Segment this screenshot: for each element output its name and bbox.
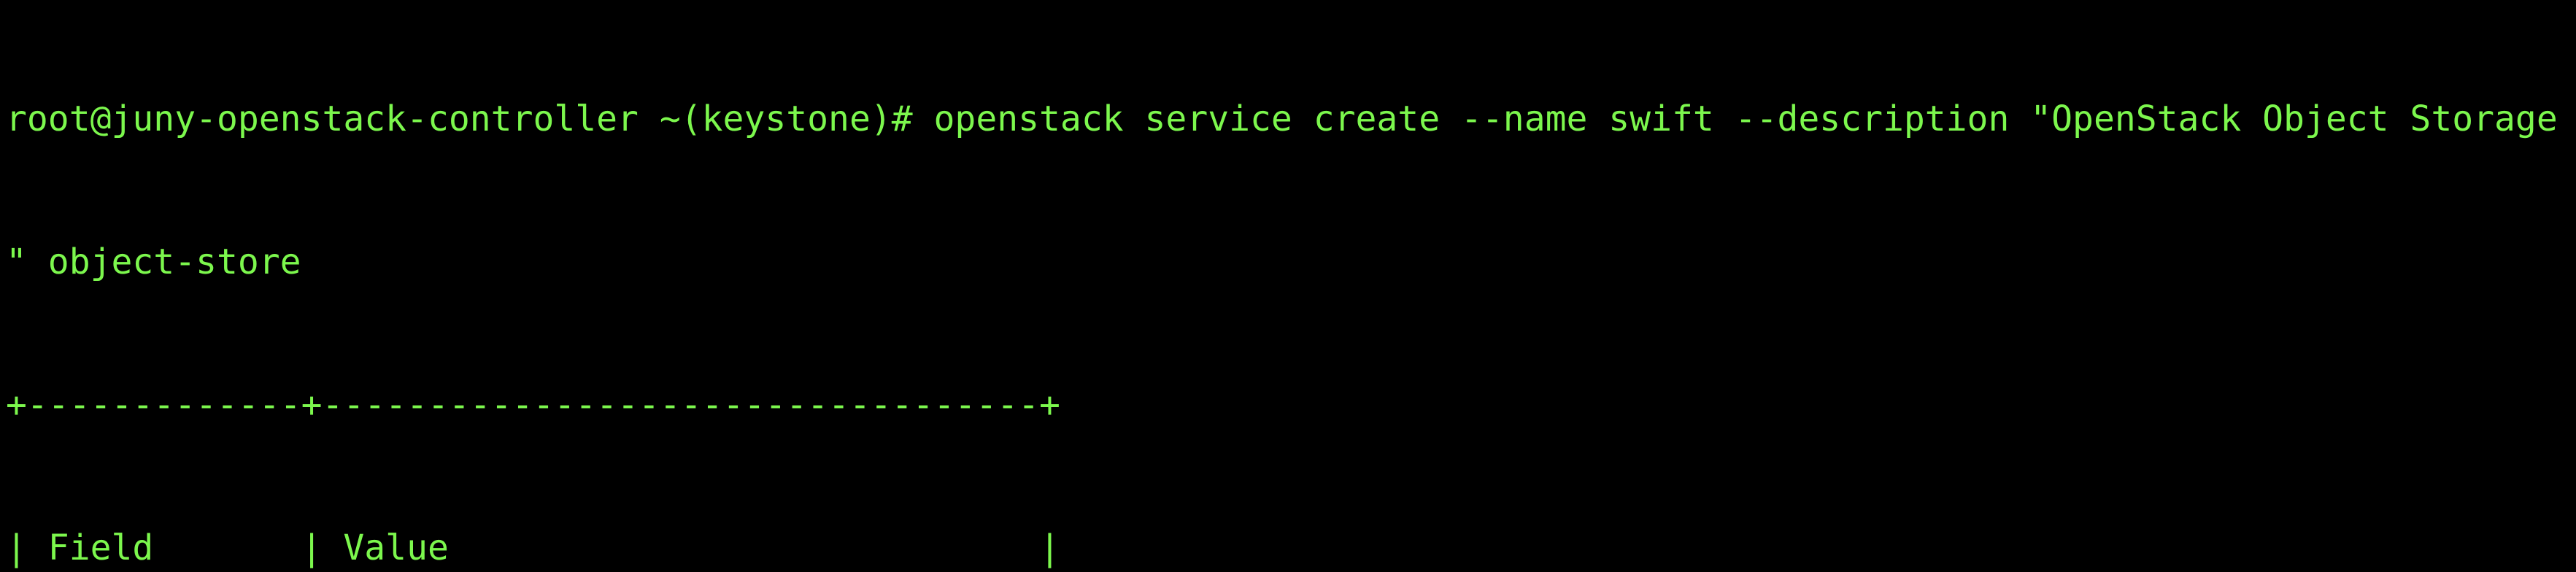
command-line-1: root@juny-openstack-controller ~(keyston… bbox=[6, 98, 2558, 139]
table-border-top: +-------------+-------------------------… bbox=[6, 384, 1060, 425]
command-line-2: " object-store bbox=[6, 241, 301, 282]
table-header-row: | Field | Value | bbox=[6, 527, 1060, 568]
